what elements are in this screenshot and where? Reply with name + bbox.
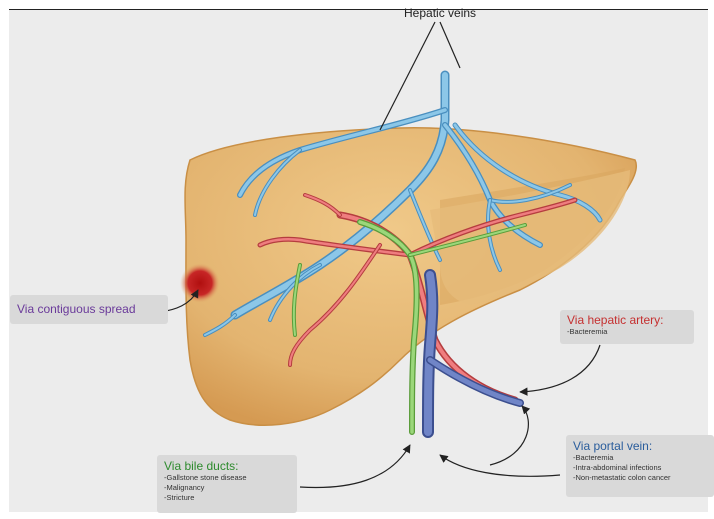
portal-vein-label: Via portal vein: -Bacteremia -Intra-abdo… xyxy=(566,435,714,497)
abscess-spot xyxy=(180,263,220,303)
bile-heading: Via bile ducts: xyxy=(164,459,290,473)
portal-item: -Bacteremia xyxy=(573,453,707,463)
hepatic-artery-label: Via hepatic artery: -Bacteremia xyxy=(560,310,694,344)
bile-ducts-label: Via bile ducts: -Gallstone stone disease… xyxy=(157,455,297,513)
bile-item: -Malignancy xyxy=(164,483,290,493)
hepatic-veins-title: Hepatic veins xyxy=(404,6,476,20)
bile-item: -Stricture xyxy=(164,493,290,503)
bile-item: -Gallstone stone disease xyxy=(164,473,290,483)
top-border xyxy=(0,0,714,10)
portal-item: -Non-metastatic colon cancer xyxy=(573,473,707,483)
artery-item: -Bacteremia xyxy=(567,327,687,337)
portal-heading: Via portal vein: xyxy=(573,439,707,453)
portal-item: -Intra-abdominal infections xyxy=(573,463,707,473)
contiguous-heading: Via contiguous spread xyxy=(17,302,161,316)
left-margin xyxy=(0,0,9,519)
contiguous-spread-label: Via contiguous spread xyxy=(10,295,168,324)
bottom-margin xyxy=(0,512,714,519)
artery-heading: Via hepatic artery: xyxy=(567,313,687,327)
